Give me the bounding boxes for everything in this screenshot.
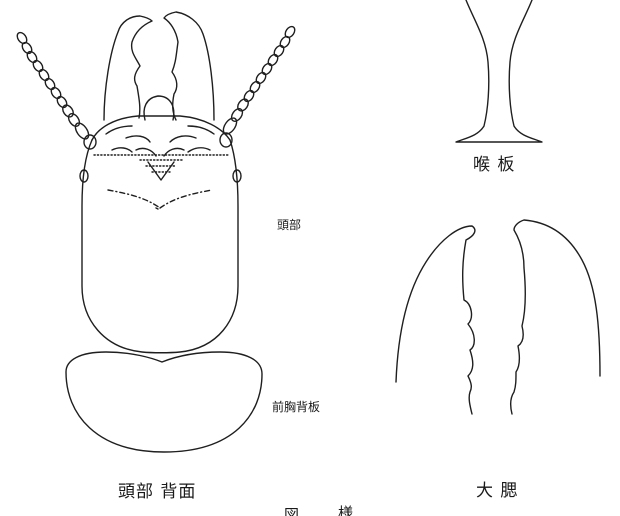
head-dorsal-drawing xyxy=(15,12,296,353)
left-mandible-detail xyxy=(396,226,475,414)
plate-caption-left: 図 xyxy=(284,508,299,516)
pronotum-drawing xyxy=(66,352,262,452)
head-label: 頭部 xyxy=(277,219,301,231)
plate-caption-right: 様 xyxy=(338,506,353,516)
pronotum-label: 前胸背板 xyxy=(272,401,320,413)
gular-plate-caption: 喉 板 xyxy=(473,157,515,174)
left-antenna xyxy=(15,31,96,149)
right-antenna xyxy=(220,25,297,147)
mandibles-caption: 大 腮 xyxy=(476,483,518,500)
head-dorsal-caption: 頭部 背面 xyxy=(118,484,196,501)
mandibles-drawing xyxy=(396,220,600,414)
gular-plate-drawing xyxy=(456,0,542,142)
left-mandible-dorsal xyxy=(104,16,152,120)
right-mandible-detail xyxy=(511,220,600,414)
